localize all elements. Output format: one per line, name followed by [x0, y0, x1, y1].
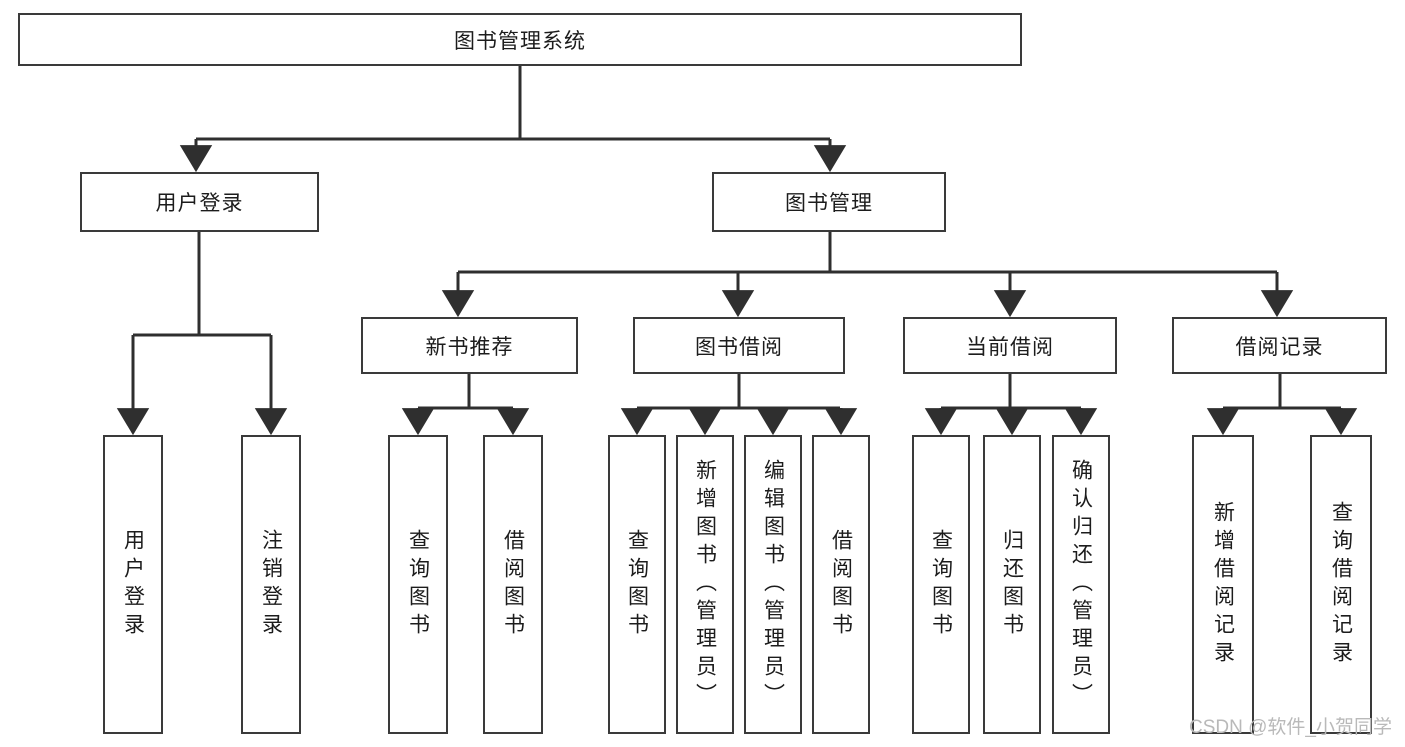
node-level3-2[interactable]: 当前借阅: [903, 317, 1117, 374]
node-level2-0-label: 用户登录: [155, 192, 244, 215]
node-root-label: 图书管理系统: [454, 29, 586, 53]
node-leaf-0[interactable]: 用户登录: [103, 435, 163, 734]
node-leaf-1-label: 注销登录: [259, 528, 283, 641]
node-level3-3[interactable]: 借阅记录: [1172, 317, 1387, 374]
node-level2-1-label: 图书管理: [785, 192, 873, 215]
node-root[interactable]: 图书管理系统: [18, 13, 1022, 66]
node-leaf-1[interactable]: 注销登录: [241, 435, 301, 734]
node-leaf-8[interactable]: 查询图书: [912, 435, 970, 734]
node-leaf-6-label: 编辑图书（管理员）: [761, 458, 785, 711]
node-leaf-3-label: 借阅图书: [501, 528, 525, 641]
node-leaf-9-label: 归还图书: [1000, 528, 1024, 641]
node-leaf-7-label: 借阅图书: [829, 528, 853, 641]
node-level2-0[interactable]: 用户登录: [80, 172, 319, 232]
node-leaf-12[interactable]: 查询借阅记录: [1310, 435, 1372, 734]
node-level3-1[interactable]: 图书借阅: [633, 317, 845, 374]
node-leaf-3[interactable]: 借阅图书: [483, 435, 543, 734]
node-leaf-7[interactable]: 借阅图书: [812, 435, 870, 734]
node-leaf-9[interactable]: 归还图书: [983, 435, 1041, 734]
node-leaf-5[interactable]: 新增图书（管理员）: [676, 435, 734, 734]
node-leaf-11-label: 新增借阅记录: [1211, 500, 1235, 669]
node-level3-1-label: 图书借阅: [695, 335, 783, 359]
node-leaf-12-label: 查询借阅记录: [1329, 500, 1353, 669]
node-leaf-10[interactable]: 确认归还（管理员）: [1052, 435, 1110, 734]
node-level2-1[interactable]: 图书管理: [712, 172, 946, 232]
node-leaf-5-label: 新增图书（管理员）: [693, 458, 717, 711]
node-leaf-2[interactable]: 查询图书: [388, 435, 448, 734]
node-leaf-10-label: 确认归还（管理员）: [1069, 458, 1093, 711]
node-leaf-0-label: 用户登录: [121, 528, 145, 641]
node-level3-0-label: 新书推荐: [425, 335, 514, 359]
node-level3-2-label: 当前借阅: [966, 335, 1054, 359]
node-level3-3-label: 借阅记录: [1235, 335, 1324, 359]
node-leaf-4-label: 查询图书: [625, 528, 649, 641]
node-leaf-4[interactable]: 查询图书: [608, 435, 666, 734]
watermark-text: CSDN @软件_小贺同学: [1189, 717, 1392, 738]
node-leaf-6[interactable]: 编辑图书（管理员）: [744, 435, 802, 734]
node-level3-0[interactable]: 新书推荐: [361, 317, 578, 374]
node-leaf-11[interactable]: 新增借阅记录: [1192, 435, 1254, 734]
node-leaf-8-label: 查询图书: [929, 528, 953, 641]
node-leaf-2-label: 查询图书: [406, 528, 430, 641]
